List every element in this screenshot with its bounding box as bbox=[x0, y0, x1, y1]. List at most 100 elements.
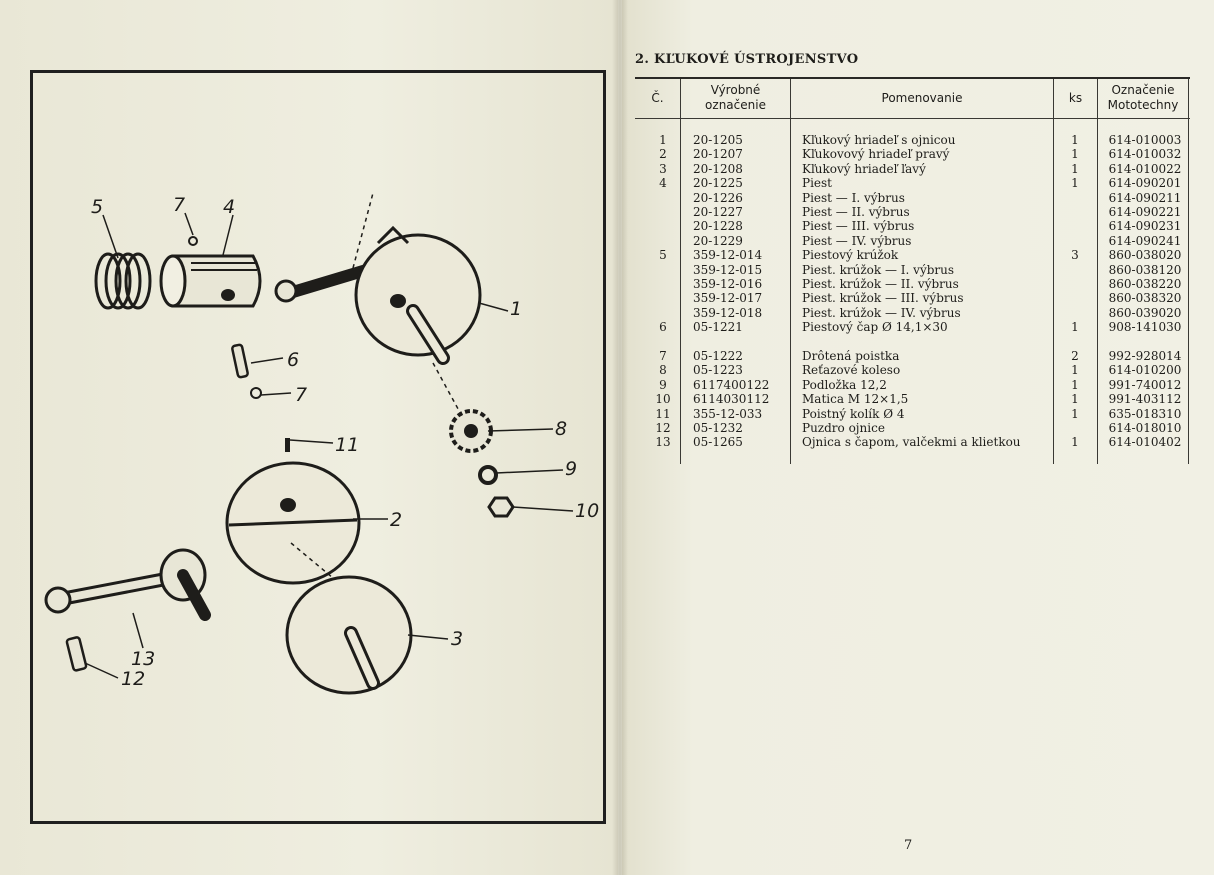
cell-ref: 860-038020 bbox=[1108, 248, 1182, 263]
callout-3: 3 bbox=[451, 628, 463, 650]
header-ref-line1: Označenie bbox=[1111, 83, 1175, 97]
cell-ks: 1 bbox=[1071, 435, 1079, 450]
cell-code: 05-1223 bbox=[693, 363, 743, 378]
piston-drawing bbox=[159, 254, 262, 308]
nut-drawing bbox=[487, 496, 515, 518]
washer-drawing bbox=[478, 465, 498, 485]
cell-name: Matica M 12×1,5 bbox=[802, 392, 909, 407]
callout-1: 1 bbox=[510, 298, 522, 320]
cell-no: 11 bbox=[655, 406, 671, 421]
cell-no: 3 bbox=[659, 161, 667, 176]
page-number: 7 bbox=[904, 838, 913, 853]
header-ks: ks bbox=[1068, 91, 1083, 105]
header-ref-line2: Mototechny bbox=[1107, 98, 1179, 112]
cell-ref: 860-038320 bbox=[1108, 291, 1182, 306]
crank-half-right-drawing bbox=[225, 461, 361, 585]
cell-ref: 614-018010 bbox=[1108, 421, 1182, 435]
callout-7-bottom: 7 bbox=[295, 384, 307, 406]
cell-ref: 614-010003 bbox=[1108, 133, 1182, 147]
cell-ref: 614-010200 bbox=[1108, 363, 1182, 378]
cell-no: 4 bbox=[659, 176, 667, 191]
cell-ks: 2 bbox=[1071, 349, 1079, 363]
table-row: 20-1226 Piest — I. výbrus 614-090211 bbox=[635, 191, 1190, 205]
left-page bbox=[0, 0, 618, 875]
cell-ks: 1 bbox=[1071, 161, 1079, 176]
cell-name: Piestový čap Ø 14,1×30 bbox=[802, 320, 948, 335]
header-ref: Označenie Mototechny bbox=[1098, 83, 1188, 113]
cell-no: 9 bbox=[659, 377, 667, 392]
cell-code: 359-12-016 bbox=[693, 277, 763, 291]
pin-drawing bbox=[285, 438, 290, 452]
table-row bbox=[635, 335, 1190, 349]
callout-12: 12 bbox=[121, 668, 145, 690]
piston-rings-drawing bbox=[94, 252, 152, 310]
cell-no: 10 bbox=[655, 392, 671, 407]
cell-name: Kľukový hriadeľ s ojnicou bbox=[802, 133, 956, 147]
cell-ks: 1 bbox=[1071, 133, 1079, 147]
cell-name: Piest — IV. výbrus bbox=[802, 233, 912, 248]
cell-code: 20-1208 bbox=[693, 161, 743, 176]
cell-code: 359-12-015 bbox=[693, 262, 763, 277]
cell-code: 20-1205 bbox=[693, 133, 743, 147]
cell-name: Piestový krúžok bbox=[802, 248, 899, 263]
cell-ks: 1 bbox=[1071, 406, 1079, 421]
cell-code: 05-1221 bbox=[693, 320, 743, 335]
column-divider bbox=[1188, 79, 1189, 464]
cell-no: 5 bbox=[659, 248, 667, 263]
cell-code: 359-12-017 bbox=[693, 291, 763, 306]
cell-name: Piest — I. výbrus bbox=[802, 190, 905, 205]
cell-ks: 3 bbox=[1071, 248, 1079, 263]
right-page bbox=[622, 0, 1214, 875]
header-divider bbox=[635, 118, 1190, 119]
callout-4: 4 bbox=[223, 196, 235, 218]
cell-no: 7 bbox=[659, 349, 667, 363]
cell-no: 13 bbox=[655, 435, 671, 450]
cell-ks: 1 bbox=[1071, 147, 1079, 162]
cell-ref: 614-090231 bbox=[1108, 219, 1182, 234]
cell-name: Reťazové koleso bbox=[802, 363, 901, 378]
cell-name: Piest — III. výbrus bbox=[802, 219, 915, 234]
cell-code: 20-1229 bbox=[693, 233, 743, 248]
cell-name: Piest. krúžok — II. výbrus bbox=[802, 277, 959, 291]
cell-ks: 1 bbox=[1071, 377, 1079, 392]
column-divider bbox=[1053, 79, 1054, 464]
cell-code: 20-1225 bbox=[693, 176, 743, 191]
cell-ref: 614-010032 bbox=[1108, 147, 1182, 162]
cell-code: 20-1207 bbox=[693, 147, 743, 162]
cell-no: 8 bbox=[659, 363, 667, 378]
cell-code: 20-1226 bbox=[693, 190, 743, 205]
header-code-line1: Výrobné bbox=[710, 83, 761, 97]
callout-13: 13 bbox=[131, 648, 155, 670]
connecting-rod-drawing bbox=[44, 548, 211, 621]
cell-no: 2 bbox=[659, 147, 667, 162]
callout-10: 10 bbox=[575, 500, 599, 522]
cell-ref: 614-090241 bbox=[1108, 233, 1182, 248]
cell-ref: 614-090211 bbox=[1108, 190, 1182, 205]
cell-ks: 1 bbox=[1071, 320, 1079, 335]
table-row: 359-12-017 Piest. krúžok — III. výbrus 860… bbox=[635, 291, 1190, 305]
callout-8: 8 bbox=[555, 418, 567, 440]
callout-9: 9 bbox=[565, 458, 577, 480]
book-gutter bbox=[612, 0, 628, 875]
cell-name: Piest. krúžok — III. výbrus bbox=[802, 291, 964, 306]
callout-7-top: 7 bbox=[173, 194, 185, 216]
cell-ref: 992-928014 bbox=[1108, 349, 1182, 363]
cell-ref: 614-090201 bbox=[1108, 176, 1182, 191]
callout-2: 2 bbox=[390, 509, 402, 531]
cell-ks: 1 bbox=[1071, 392, 1079, 407]
cell-name: Piest. krúžok — I. výbrus bbox=[802, 262, 955, 277]
circlip-drawing bbox=[188, 236, 198, 246]
cell-name: Piest — II. výbrus bbox=[802, 205, 910, 219]
